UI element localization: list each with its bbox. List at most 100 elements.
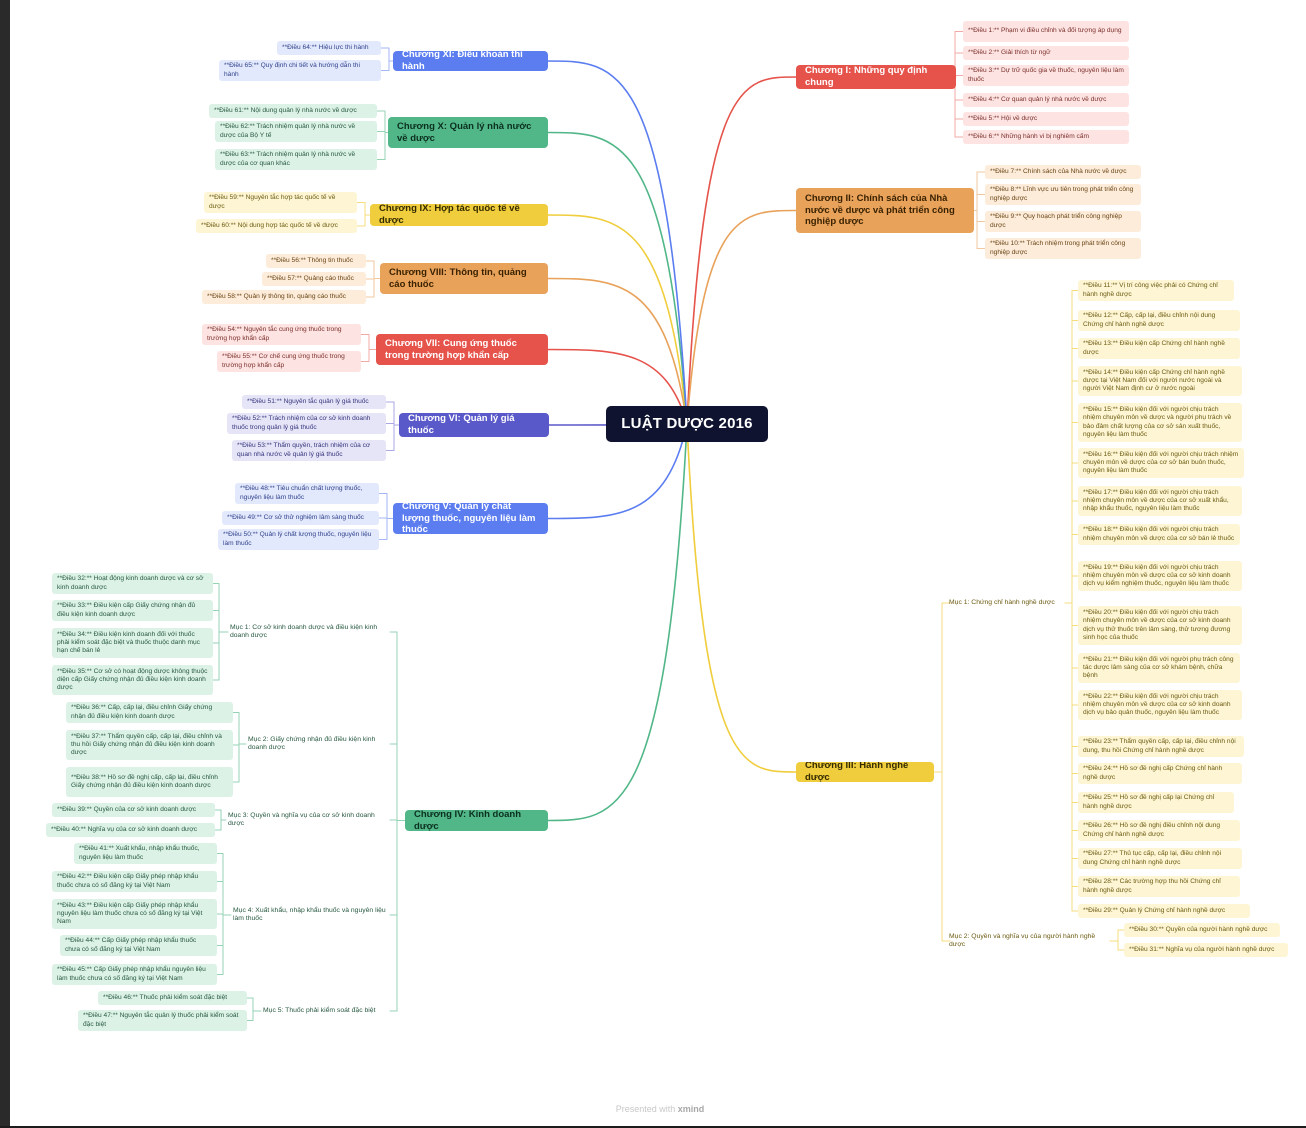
- root-topic[interactable]: LUẬT DƯỢC 2016: [606, 406, 768, 442]
- article-c4-s3-2[interactable]: **Điều 40:** Nghĩa vụ của cơ sở kinh doa…: [46, 823, 215, 837]
- mindmap-canvas[interactable]: LUẬT DƯỢC 2016 Chương I: Những quy định c…: [10, 0, 1306, 1126]
- chapter-c1[interactable]: Chương I: Những quy định chung: [796, 65, 956, 89]
- chapter-c8-label: Chương VIII: Thông tin, quảng cáo thuốc: [389, 266, 527, 290]
- article-c4-s5-2[interactable]: **Điều 47:** Nguyên tắc quản lý thuốc ph…: [78, 1010, 247, 1031]
- chapter-c9[interactable]: Chương IX: Hợp tác quốc tế về dược: [370, 204, 548, 226]
- article-c3-s1-11[interactable]: **Điều 21:** Điều kiện đối với người phụ…: [1078, 653, 1240, 683]
- article-c3-s1-2[interactable]: **Điều 12:** Cấp, cấp lại, điều chỉnh nộ…: [1078, 310, 1240, 331]
- chapter-c2[interactable]: Chương II: Chính sách của Nhà nước về dư…: [796, 188, 974, 233]
- article-c3-s1-14[interactable]: **Điều 24:** Hồ sơ đề nghị cấp Chứng chỉ…: [1078, 763, 1242, 784]
- article-c2-1[interactable]: **Điều 7:** Chính sách của Nhà nước về d…: [985, 165, 1141, 179]
- article-c3-s1-11-label: **Điều 21:** Điều kiện đối với người phụ…: [1083, 655, 1234, 680]
- article-c1-5[interactable]: **Điều 5:** Hội về dược: [963, 112, 1129, 126]
- article-c3-s1-7[interactable]: **Điều 17:** Điều kiện đối với người chị…: [1078, 486, 1242, 516]
- section-c3-s1[interactable]: Mục 1: Chứng chỉ hành nghề dược: [947, 597, 1065, 609]
- article-c3-s1-17[interactable]: **Điều 27:** Thủ tục cấp, cấp lại, điều …: [1078, 848, 1242, 869]
- article-c4-s1-4[interactable]: **Điều 35:** Cơ sở có hoạt động dược khô…: [52, 665, 213, 695]
- section-c4-s2[interactable]: Mục 2: Giấy chứng nhận đủ điều kiện kinh…: [246, 734, 390, 754]
- chapter-c6[interactable]: Chương VI: Quản lý giá thuốc: [399, 413, 549, 437]
- article-c7-1-label: **Điều 54:** Nguyên tắc cung ứng thuốc t…: [207, 326, 342, 342]
- article-c11-2[interactable]: **Điều 65:** Quy định chi tiết và hướng …: [219, 60, 381, 81]
- article-c7-1[interactable]: **Điều 54:** Nguyên tắc cung ứng thuốc t…: [202, 324, 361, 345]
- section-c4-s4[interactable]: Mục 4: Xuất khẩu, nhập khẩu thuốc và ngu…: [231, 905, 390, 925]
- chapter-c3[interactable]: Chương III: Hành nghề dược: [796, 762, 934, 782]
- article-c4-s4-5[interactable]: **Điều 45:** Cấp Giấy phép nhập khẩu ngu…: [52, 964, 217, 985]
- article-c5-1[interactable]: **Điều 48:** Tiêu chuẩn chất lượng thuốc…: [235, 483, 379, 504]
- article-c11-1[interactable]: **Điều 64:** Hiệu lực thi hành: [277, 41, 381, 55]
- article-c8-1[interactable]: **Điều 56:** Thông tin thuốc: [266, 254, 366, 268]
- article-c4-s5-1[interactable]: **Điều 46:** Thuốc phải kiểm soát đặc bi…: [98, 991, 247, 1005]
- article-c3-s1-3[interactable]: **Điều 13:** Điều kiện cấp Chứng chỉ hàn…: [1078, 338, 1240, 359]
- article-c3-s1-12-label: **Điều 22:** Điều kiện đối với người chị…: [1083, 692, 1231, 717]
- article-c3-s1-18[interactable]: **Điều 28:** Các trường hợp thu hồi Chứn…: [1078, 876, 1240, 897]
- article-c4-s3-1[interactable]: **Điều 39:** Quyền của cơ sở kinh doanh …: [52, 803, 215, 817]
- chapter-c10[interactable]: Chương X: Quản lý nhà nước về dược: [388, 117, 548, 148]
- article-c9-2[interactable]: **Điều 60:** Nội dung hợp tác quốc tế về…: [196, 219, 357, 233]
- article-c6-2-label: **Điều 52:** Trách nhiệm của cơ sở kinh …: [232, 415, 371, 431]
- article-c3-s1-5[interactable]: **Điều 15:** Điều kiện đối với người chị…: [1078, 403, 1242, 442]
- section-c3-s2[interactable]: Mục 2: Quyền và nghĩa vụ của người hành …: [947, 932, 1115, 950]
- article-c10-2-label: **Điều 62:** Trách nhiệm quản lý nhà nướ…: [220, 123, 356, 139]
- article-c1-1[interactable]: **Điều 1:** Phạm vi điều chỉnh và đối tư…: [963, 21, 1129, 42]
- article-c1-3[interactable]: **Điều 3:** Dự trữ quốc gia về thuốc, ng…: [963, 65, 1129, 86]
- article-c7-2[interactable]: **Điều 55:** Cơ chế cung ứng thuốc trong…: [217, 351, 361, 372]
- article-c4-s4-3[interactable]: **Điều 43:** Điều kiện cấp Giấy phép nhậ…: [52, 899, 217, 929]
- article-c9-1-label: **Điều 59:** Nguyên tắc hợp tác quốc tế …: [209, 194, 336, 210]
- article-c3-s1-13[interactable]: **Điều 23:** Thẩm quyền cấp, cấp lại, đi…: [1078, 736, 1244, 757]
- article-c4-s2-2[interactable]: **Điều 37:** Thẩm quyền cấp, cấp lại, đi…: [66, 730, 233, 760]
- article-c10-1[interactable]: **Điều 61:** Nội dung quản lý nhà nước v…: [209, 104, 377, 118]
- chapter-c5[interactable]: Chương V: Quản lý chất lượng thuốc, nguy…: [393, 503, 548, 534]
- article-c1-2[interactable]: **Điều 2:** Giải thích từ ngữ: [963, 46, 1129, 60]
- article-c9-1[interactable]: **Điều 59:** Nguyên tắc hợp tác quốc tế …: [204, 192, 357, 213]
- article-c5-2[interactable]: **Điều 49:** Cơ sở thử nghiệm lâm sàng t…: [222, 511, 379, 525]
- article-c8-3[interactable]: **Điều 58:** Quản lý thông tin, quảng cá…: [202, 290, 366, 304]
- article-c5-2-label: **Điều 49:** Cơ sở thử nghiệm lâm sàng t…: [227, 513, 364, 521]
- article-c3-s2-2[interactable]: **Điều 31:** Nghĩa vụ của người hành ngh…: [1124, 943, 1288, 957]
- section-c4-s3[interactable]: Mục 3: Quyền và nghĩa vụ của cơ sở kinh …: [226, 811, 390, 829]
- article-c4-s1-3[interactable]: **Điều 34:** Điều kiện kinh doanh đối vớ…: [52, 628, 213, 658]
- article-c2-2[interactable]: **Điều 8:** Lĩnh vực ưu tiên trong phát …: [985, 184, 1141, 205]
- article-c3-s1-8[interactable]: **Điều 18:** Điều kiện đối với người chị…: [1078, 524, 1240, 545]
- chapter-c8[interactable]: Chương VIII: Thông tin, quảng cáo thuốc: [380, 263, 548, 294]
- article-c10-3[interactable]: **Điều 63:** Trách nhiệm quản lý nhà nướ…: [215, 149, 377, 170]
- article-c3-s1-10[interactable]: **Điều 20:** Điều kiện đối với người chị…: [1078, 606, 1242, 645]
- article-c3-s1-5-label: **Điều 15:** Điều kiện đối với người chị…: [1083, 406, 1232, 438]
- article-c6-3[interactable]: **Điều 53:** Thẩm quyền, trách nhiệm của…: [232, 440, 386, 461]
- article-c2-4[interactable]: **Điều 10:** Trách nhiệm trong phát triể…: [985, 238, 1141, 259]
- article-c3-s1-13-label: **Điều 23:** Thẩm quyền cấp, cấp lại, đi…: [1083, 738, 1236, 754]
- article-c3-s1-6[interactable]: **Điều 16:** Điều kiện đối với người chị…: [1078, 448, 1244, 478]
- article-c9-2-label: **Điều 60:** Nội dung hợp tác quốc tế về…: [201, 221, 338, 229]
- article-c6-1[interactable]: **Điều 51:** Nguyên tắc quản lý giá thuố…: [242, 395, 386, 409]
- article-c3-s1-15[interactable]: **Điều 25:** Hồ sơ đề nghị cấp lại Chứng…: [1078, 792, 1234, 813]
- article-c3-s2-1[interactable]: **Điều 30:** Quyền của người hành nghề d…: [1124, 923, 1280, 937]
- article-c3-s1-9[interactable]: **Điều 19:** Điều kiện đối với người chị…: [1078, 561, 1242, 591]
- section-c4-s5[interactable]: Mục 5: Thuốc phải kiểm soát đặc biệt: [261, 1004, 390, 1018]
- section-c4-s1-label: Mục 1: Cơ sở kinh doanh dược và điều kiệ…: [230, 623, 378, 639]
- article-c4-s1-1[interactable]: **Điều 32:** Hoạt động kinh doanh dược v…: [52, 573, 213, 594]
- article-c4-s1-2[interactable]: **Điều 33:** Điều kiện cấp Giấy chứng nh…: [52, 600, 213, 621]
- article-c3-s1-12[interactable]: **Điều 22:** Điều kiện đối với người chị…: [1078, 690, 1242, 720]
- article-c3-s1-19[interactable]: **Điều 29:** Quản lý Chứng chỉ hành nghề…: [1078, 904, 1250, 918]
- article-c10-2[interactable]: **Điều 62:** Trách nhiệm quản lý nhà nướ…: [215, 121, 377, 142]
- chapter-c7[interactable]: Chương VII: Cung ứng thuốc trong trường …: [376, 334, 548, 365]
- article-c4-s4-1[interactable]: **Điều 41:** Xuất khẩu, nhập khẩu thuốc,…: [74, 843, 217, 864]
- article-c4-s2-1[interactable]: **Điều 36:** Cấp, cấp lại, điều chỉnh Gi…: [66, 702, 233, 723]
- article-c4-s4-4[interactable]: **Điều 44:** Cấp Giấy phép nhập khẩu thu…: [60, 935, 217, 956]
- article-c6-2[interactable]: **Điều 52:** Trách nhiệm của cơ sở kinh …: [227, 413, 386, 434]
- chapter-c4[interactable]: Chương IV: Kinh doanh dược: [405, 810, 548, 831]
- article-c4-s4-2[interactable]: **Điều 42:** Điều kiện cấp Giấy phép nhậ…: [52, 871, 217, 892]
- article-c3-s1-16[interactable]: **Điều 26:** Hồ sơ đề nghị điều chỉnh nộ…: [1078, 820, 1240, 841]
- article-c1-4[interactable]: **Điều 4:** Cơ quan quản lý nhà nước về …: [963, 93, 1129, 107]
- article-c8-2[interactable]: **Điều 57:** Quảng cáo thuốc: [262, 272, 366, 286]
- article-c2-2-label: **Điều 8:** Lĩnh vực ưu tiên trong phát …: [990, 186, 1134, 202]
- article-c4-s2-3[interactable]: **Điều 38:** Hồ sơ đề nghị cấp, cấp lại,…: [66, 767, 233, 797]
- article-c5-3[interactable]: **Điều 50:** Quản lý chất lượng thuốc, n…: [218, 529, 379, 550]
- article-c2-3[interactable]: **Điều 9:** Quy hoạch phát triển công ng…: [985, 211, 1141, 232]
- article-c3-s1-1[interactable]: **Điều 11:** Vị trí công việc phải có Ch…: [1078, 280, 1234, 301]
- section-c4-s1[interactable]: Mục 1: Cơ sở kinh doanh dược và điều kiệ…: [228, 622, 390, 642]
- article-c3-s1-19-label: **Điều 29:** Quản lý Chứng chỉ hành nghề…: [1083, 906, 1226, 914]
- article-c4-s4-1-label: **Điều 41:** Xuất khẩu, nhập khẩu thuốc,…: [79, 845, 200, 861]
- article-c1-6[interactable]: **Điều 6:** Những hành vi bị nghiêm cấm: [963, 130, 1129, 144]
- chapter-c11[interactable]: Chương XI: Điều khoản thi hành: [393, 51, 548, 71]
- article-c3-s1-4[interactable]: **Điều 14:** Điều kiện cấp Chứng chỉ hàn…: [1078, 366, 1242, 396]
